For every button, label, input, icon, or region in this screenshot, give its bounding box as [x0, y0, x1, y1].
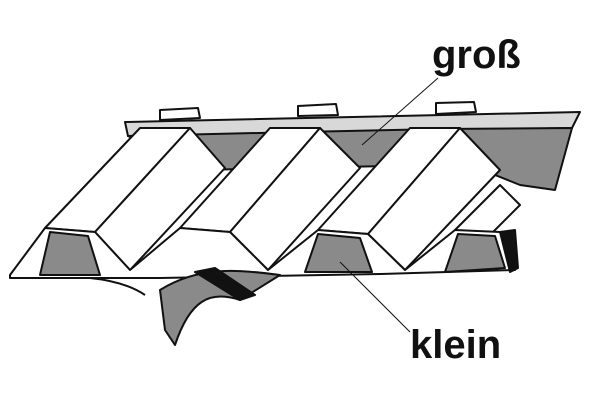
curl-left: [89, 277, 146, 296]
torn-flap-edge: [194, 267, 256, 301]
leader-line-small: [339, 261, 411, 333]
label-large: groß: [432, 33, 521, 77]
small-void: [499, 229, 519, 273]
leader-line-large: [361, 77, 439, 146]
bottom-sheet: [9, 227, 516, 279]
top-tab: [159, 107, 201, 121]
top-tab: [435, 101, 477, 115]
label-small: klein: [410, 323, 501, 367]
top-tab: [297, 103, 339, 117]
small-void: [39, 231, 101, 276]
small-void: [444, 233, 506, 273]
